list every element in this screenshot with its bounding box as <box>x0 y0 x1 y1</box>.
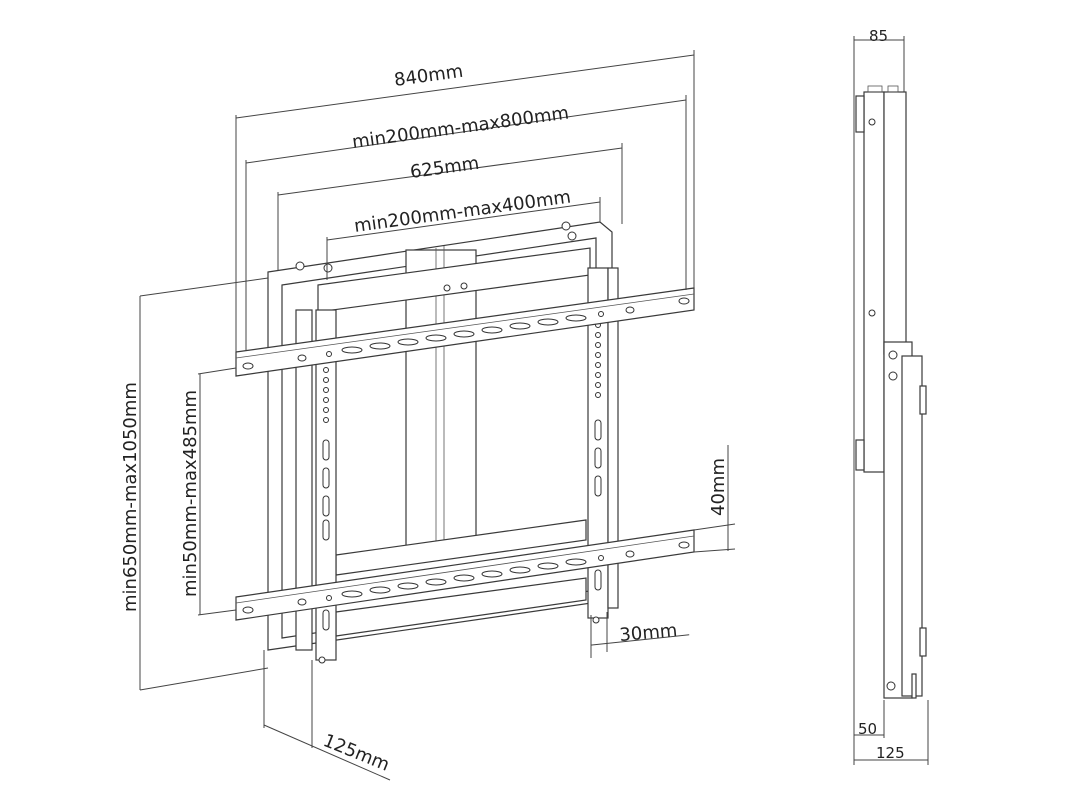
side-top-bracket <box>855 95 865 133</box>
side-rail-clip <box>919 385 927 415</box>
dim-rail-spacing: min50mm-max485mm <box>180 390 201 597</box>
front-dimensions <box>139 50 736 781</box>
side-dim-top-depth: 85 <box>869 27 888 45</box>
dim-offset: 30mm <box>619 620 679 646</box>
left-side-plate <box>295 309 313 651</box>
dim-depth: 125mm <box>320 730 392 775</box>
dim-inner-span: min200mm-max400mm <box>353 186 572 236</box>
bottom-rail <box>235 529 695 621</box>
right-side-plate <box>607 267 619 609</box>
side-wall-plate <box>883 91 907 355</box>
left-upright-holes <box>322 367 330 631</box>
right-upright-holes <box>594 322 602 591</box>
dim-overall-width: 840mm <box>393 61 465 91</box>
dim-overall-height: min650mm-max1050mm <box>120 382 141 612</box>
side-upper-column <box>863 91 885 473</box>
side-rail-clip-lower <box>919 627 927 657</box>
side-bolt <box>911 673 917 699</box>
side-view <box>853 36 929 765</box>
center-channel <box>405 249 477 551</box>
dim-frame-width: 625mm <box>409 153 481 183</box>
dim-rail-height: 40mm <box>708 458 729 516</box>
front-view <box>235 221 695 664</box>
side-rail-profile <box>901 355 923 697</box>
nut-icons <box>295 221 600 664</box>
dim-rail-span: min200mm-max800mm <box>351 102 570 152</box>
side-dim-bottom-offset: 50 <box>858 720 877 738</box>
top-rail <box>235 287 695 377</box>
side-mid-bracket <box>855 439 865 471</box>
side-dim-bottom-depth: 125 <box>876 744 905 762</box>
